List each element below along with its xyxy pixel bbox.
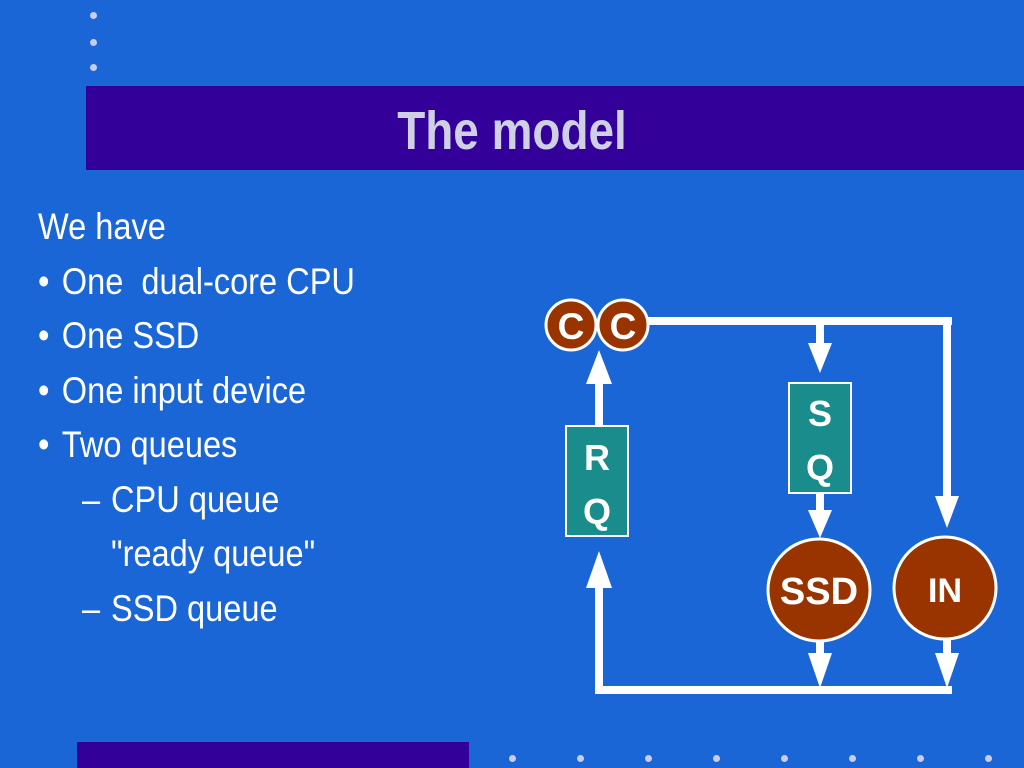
bullet-item: • One input device xyxy=(38,364,355,419)
bullet-text: One dual-core CPU xyxy=(61,260,355,302)
cpu: C C xyxy=(544,298,650,352)
dash-glyph: – xyxy=(82,587,101,629)
bullet-glyph: • xyxy=(38,369,50,411)
decor-dot xyxy=(509,755,516,762)
dash-glyph: – xyxy=(82,478,101,520)
ssd-queue-label-s: S xyxy=(808,393,832,434)
ready-queue-label-q: Q xyxy=(583,491,611,532)
bullet-glyph: • xyxy=(38,424,50,465)
arrowheads xyxy=(586,343,959,688)
sub-bullet-text: SSD queue xyxy=(111,587,278,629)
bullet-text: One input device xyxy=(61,369,307,411)
sub-bullet-item: –SSD queue xyxy=(38,582,355,637)
decor-dot xyxy=(781,755,788,762)
arrow-down-icon xyxy=(808,343,832,373)
ssd-queue-label-q: Q xyxy=(806,447,834,488)
bullet-item: • Two queues xyxy=(38,418,355,473)
bullet-text: One SSD xyxy=(61,315,200,356)
decor-dot xyxy=(917,755,924,762)
intro-text: We have xyxy=(38,206,166,247)
cpu-core-1 xyxy=(544,298,598,352)
ssd-circle xyxy=(766,537,872,643)
cpu-core-1-label: C xyxy=(558,306,585,347)
arrow-up-icon xyxy=(586,350,612,384)
bottom-band xyxy=(77,742,469,768)
input-node: IN xyxy=(892,535,998,641)
cpu-core-2-label: C xyxy=(610,306,637,347)
ssd-node: SSD xyxy=(766,537,872,643)
cpu-core-2 xyxy=(596,298,650,352)
ready-queue-box xyxy=(565,425,629,537)
ready-queue-label-r: R xyxy=(584,437,610,478)
slide-body: We have • One dual-core CPU • One SSD • One… xyxy=(38,200,398,636)
sub-bullet-text: CPU queue xyxy=(111,478,280,520)
ssd-queue: S Q xyxy=(788,382,852,494)
decor-dot xyxy=(577,755,584,762)
sub-bullet-item: –CPU queue xyxy=(38,473,355,528)
decor-dot xyxy=(985,755,992,762)
decor-dot xyxy=(645,755,652,762)
bullet-item: • One dual-core CPU xyxy=(38,255,355,310)
ready-queue: R Q xyxy=(565,425,629,537)
bullet-text: Two queues xyxy=(61,424,238,465)
arrow-up-icon xyxy=(586,551,612,588)
arrow-down-icon xyxy=(808,653,832,688)
ssd-queue-box xyxy=(788,382,852,494)
slide-title: The model xyxy=(397,101,627,161)
input-device-label: IN xyxy=(928,572,962,610)
decor-dot xyxy=(90,12,97,19)
title-band xyxy=(86,86,1024,170)
flow-lines xyxy=(595,317,952,694)
bullet-glyph: • xyxy=(38,315,50,356)
arrow-down-icon xyxy=(935,496,959,528)
decor-dot xyxy=(90,39,97,46)
decor-dot xyxy=(90,64,97,71)
ssd-label: SSD xyxy=(780,571,858,613)
arrow-down-icon xyxy=(808,510,832,538)
input-device-circle xyxy=(892,535,998,641)
bullet-item: • One SSD xyxy=(38,309,355,364)
sub-bullet-continuation: "ready queue" xyxy=(111,533,316,574)
decor-dot xyxy=(849,755,856,762)
arrow-down-icon xyxy=(935,653,959,688)
decor-dot xyxy=(713,755,720,762)
bullet-glyph: • xyxy=(38,260,50,302)
